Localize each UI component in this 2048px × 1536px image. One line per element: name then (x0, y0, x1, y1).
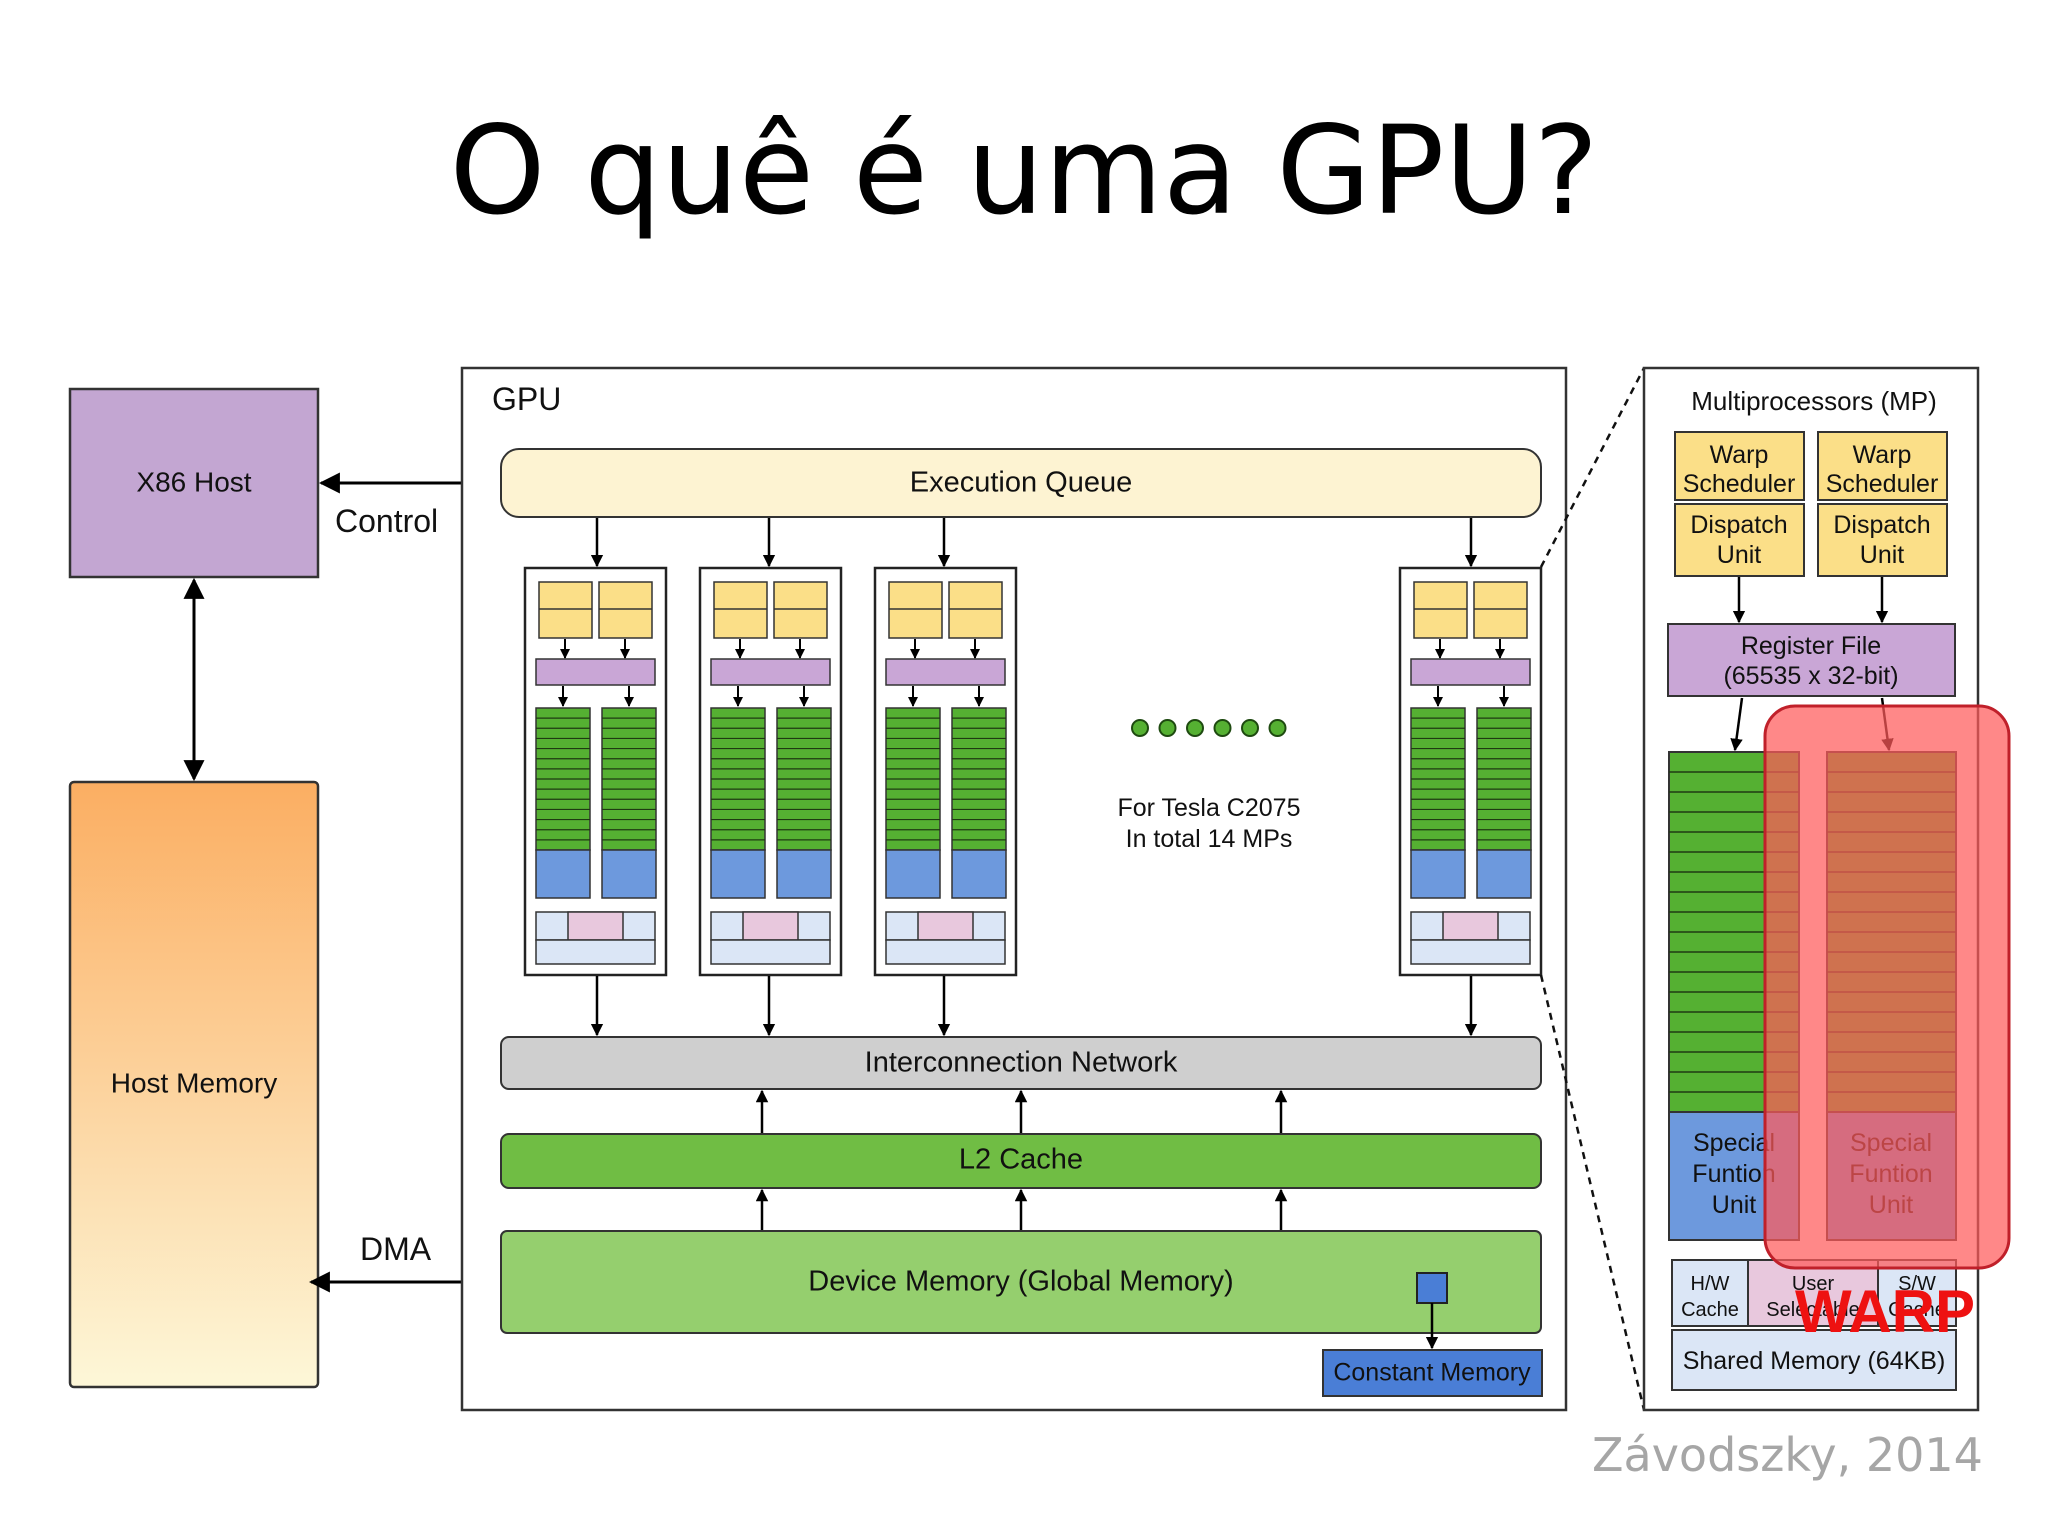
execution-queue-box (500, 448, 1542, 518)
svg-text:Dispatch: Dispatch (1690, 511, 1787, 539)
ellipsis-dot (1213, 719, 1232, 737)
zoom-line-top (1539, 367, 1646, 568)
svg-text:Scheduler: Scheduler (1683, 470, 1796, 498)
interconnection-network-label: Interconnection Network (865, 1047, 1178, 1079)
svg-text:Warp: Warp (1853, 441, 1912, 469)
svg-text:(65535 x 32-bit): (65535 x 32-bit) (1723, 662, 1898, 690)
register-file-box: Register File (65535 x 32-bit) (1667, 623, 1956, 697)
mp-block (698, 566, 843, 977)
svg-text:Cache: Cache (1681, 1299, 1739, 1321)
l2-cache-box (500, 1133, 1542, 1189)
device-memory-label: Device Memory (Global Memory) (808, 1266, 1233, 1298)
mp-block (873, 566, 1018, 977)
sw-cache-label: S/W (1898, 1273, 1936, 1295)
shared-memory-box: Shared Memory (64KB) (1671, 1329, 1957, 1391)
svg-text:Unit: Unit (1717, 541, 1762, 569)
warp-scheduler-left: Warp Scheduler (1674, 431, 1805, 501)
warp-highlight (1763, 704, 2011, 1270)
x86-host-box (68, 387, 320, 579)
gpu-label: GPU (492, 381, 561, 417)
credit-text: Závodszky, 2014 (1592, 1428, 1983, 1482)
hw-cache-label: H/W (1691, 1273, 1730, 1295)
ellipsis-dot (1158, 719, 1177, 737)
svg-text:Unit: Unit (1860, 541, 1905, 569)
svg-text:Dispatch: Dispatch (1833, 511, 1930, 539)
l2-cache-label: L2 Cache (959, 1144, 1083, 1176)
constant-memory-marker (1416, 1272, 1448, 1304)
svg-text:Warp: Warp (1710, 441, 1769, 469)
tesla-note-line2: In total 14 MPs (1126, 825, 1293, 853)
mp-ellipsis (1131, 719, 1287, 737)
control-label: Control (335, 503, 438, 539)
dma-label: DMA (360, 1231, 432, 1267)
x86-host-label: X86 Host (136, 466, 251, 497)
constant-memory-label: Constant Memory (1333, 1359, 1531, 1387)
slide-title: O quê é uma GPU? (449, 100, 1599, 242)
mp-block (523, 566, 668, 977)
zoom-line-bottom (1539, 974, 1646, 1411)
device-memory-box (500, 1230, 1542, 1334)
mp-detail-label: Multiprocessors (MP) (1691, 386, 1937, 416)
tesla-note-line1: For Tesla C2075 (1118, 794, 1301, 822)
svg-text:Register File: Register File (1741, 632, 1881, 660)
dispatch-unit-left: Dispatch Unit (1674, 503, 1805, 577)
user-selectable-label: User (1792, 1273, 1835, 1295)
host-memory-label: Host Memory (111, 1067, 277, 1098)
bus-arrows (590, 518, 1478, 1230)
mp-cache-row: H/W Cache User Selectable S/W Cache (1671, 1259, 1957, 1327)
ellipsis-dot (1268, 719, 1287, 737)
ellipsis-dot (1131, 719, 1149, 737)
dispatch-unit-right: Dispatch Unit (1817, 503, 1948, 577)
mp-blocks (523, 566, 1543, 977)
interconnection-network-box (500, 1036, 1542, 1090)
ellipsis-dot (1241, 719, 1259, 737)
svg-text:Unit: Unit (1712, 1191, 1757, 1219)
execution-queue-label: Execution Queue (910, 467, 1132, 499)
svg-text:Shared Memory (64KB): Shared Memory (64KB) (1683, 1347, 1946, 1375)
warp-scheduler-right: Warp Scheduler (1817, 431, 1948, 501)
svg-text:Cache: Cache (1888, 1299, 1946, 1321)
svg-text:Special: Special (1693, 1129, 1775, 1157)
warp-label: WARP (1795, 1278, 1975, 1345)
svg-text:Scheduler: Scheduler (1826, 470, 1939, 498)
host-memory-box (68, 780, 320, 1389)
constant-memory-box (1322, 1349, 1543, 1397)
svg-text:Funtion: Funtion (1692, 1160, 1775, 1188)
mp-block (1398, 566, 1543, 977)
ellipsis-dot (1186, 719, 1204, 737)
regfile-left-arrow (1730, 697, 1744, 752)
svg-text:Selectable: Selectable (1766, 1299, 1859, 1321)
